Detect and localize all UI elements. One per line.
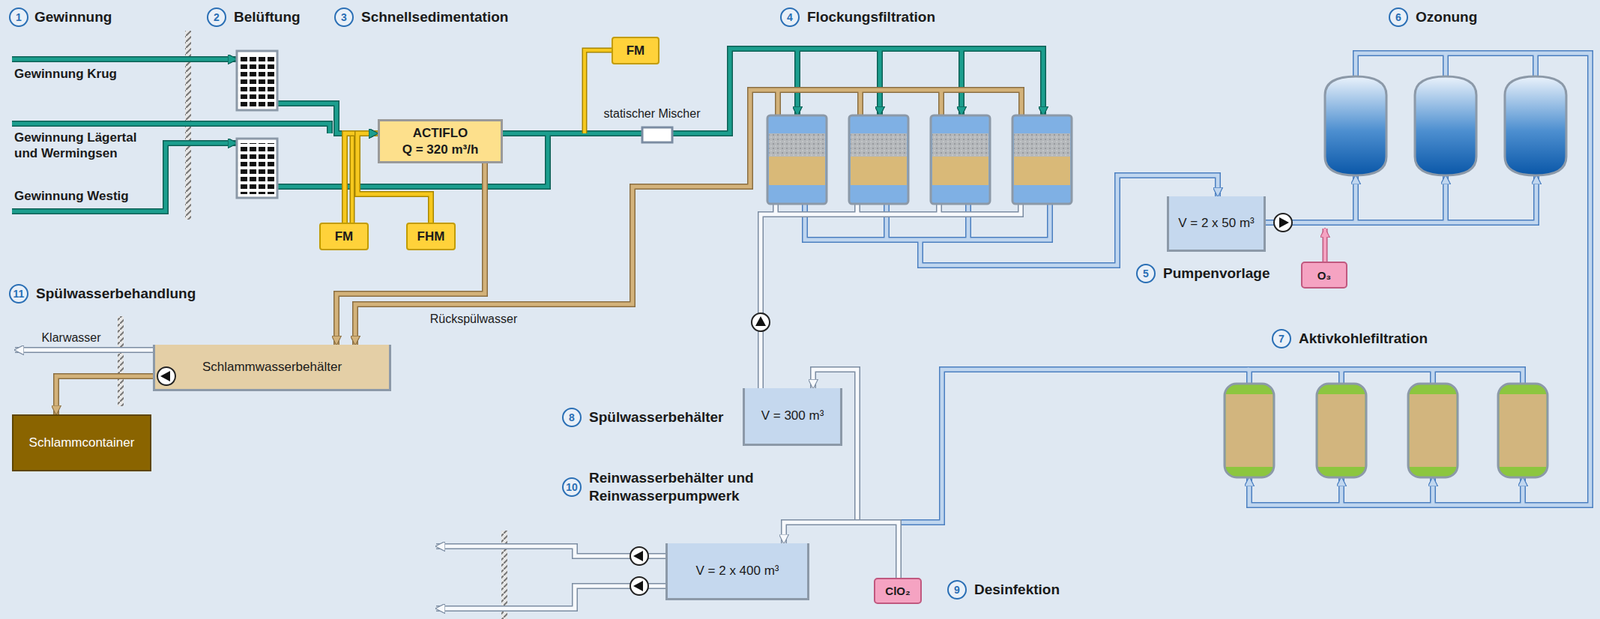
section-title: Spülwasserbehandlung	[35, 284, 196, 303]
node-text: ACTIFLO	[412, 125, 469, 141]
callout-number: 4	[780, 7, 800, 27]
pipe-line	[56, 376, 153, 415]
aerator	[236, 50, 278, 198]
source-label: Gewinnung Lägertal und Wermingsen	[14, 129, 157, 162]
ozone-tank	[1414, 76, 1477, 176]
container-box: Schlammcontainer	[11, 414, 152, 472]
callout-number: 5	[1136, 263, 1156, 284]
tank-box: V = 300 m³	[742, 388, 843, 446]
carbon-filter	[1224, 383, 1275, 478]
ozone-feed	[1323, 228, 1327, 262]
pump-symbol	[157, 367, 176, 386]
section-title: Gewinnung	[34, 8, 112, 27]
callout-number: 7	[1271, 328, 1292, 349]
pump-symbol	[751, 313, 770, 332]
node-text: Q = 320 m³/h	[402, 141, 479, 158]
filter	[930, 115, 990, 204]
filter	[1012, 115, 1072, 204]
dosing-box: FM	[611, 36, 660, 65]
raw-water-pipe	[11, 48, 1044, 212]
filtrate-pipe	[804, 53, 1591, 523]
node-text: V = 2 x 400 m³	[695, 563, 779, 579]
section-title: Aktivkohlefiltration	[1298, 329, 1428, 348]
pipe-label: Klarwasser	[41, 330, 101, 346]
section-title: Reinwasserbehälter und Reinwasserpumpwer…	[589, 469, 786, 506]
pump-symbol	[1274, 213, 1292, 232]
carbon-filter	[1408, 383, 1458, 478]
node-text: FM	[334, 229, 354, 245]
ozone-tank	[1504, 76, 1567, 176]
pipe-connector	[56, 376, 153, 415]
section-title: Desinfektion	[974, 580, 1060, 599]
pipe-connector	[344, 133, 378, 223]
carbon-filter	[1498, 383, 1548, 478]
pipe-line	[344, 133, 378, 223]
node-text: Schlammwasserbehälter	[202, 359, 342, 375]
callout-number: 8	[562, 407, 582, 428]
callout-number: 11	[8, 284, 29, 304]
dosing-box: FHM	[406, 222, 456, 251]
node-text: FHM	[417, 229, 446, 245]
static-mixer	[642, 127, 673, 143]
section-title: Flockungsfiltration	[807, 8, 936, 27]
tank-box: V = 2 x 400 m³	[665, 543, 810, 601]
pipe-line	[56, 376, 153, 415]
carbon-filters	[1224, 383, 1548, 478]
pump-symbol	[630, 547, 649, 566]
node-text: ClO₂	[885, 584, 910, 598]
clean-water-pipe	[14, 203, 1021, 609]
source-label: Gewinnung Krug	[14, 65, 117, 82]
pump-symbol	[630, 577, 649, 596]
raw-water-pipe	[11, 48, 1044, 212]
process-box: ACTIFLOQ = 320 m³/h	[377, 119, 503, 164]
tank-box: V = 2 x 50 m³	[1166, 196, 1266, 252]
dosing-box: O₃	[1300, 261, 1348, 289]
callout-number: 6	[1388, 7, 1409, 27]
dosing-box: FM	[319, 222, 369, 251]
section-title: Pumpenvorlage	[1163, 264, 1271, 283]
flocculation-filters	[767, 115, 1072, 204]
section-title: Spülwasserbehälter	[589, 408, 724, 427]
callout-number: 10	[562, 477, 582, 497]
carbon-filter	[1316, 383, 1367, 478]
clean-water-pipe	[14, 203, 1021, 609]
callout-number: 1	[8, 7, 29, 27]
wall	[117, 316, 124, 407]
pipe-label: Rückspülwasser	[430, 311, 518, 327]
pipe-line	[344, 133, 378, 223]
dosing-box: ClO₂	[873, 577, 922, 605]
ozone-reactors	[1324, 76, 1567, 176]
pipe-label: statischer Mischer	[604, 106, 701, 122]
tank-box: Schlammwasserbehälter	[152, 344, 392, 392]
section-title: Ozonung	[1415, 8, 1478, 27]
filtrate-pipe	[804, 53, 1591, 523]
callout-number: 3	[334, 7, 354, 27]
filter	[849, 115, 909, 204]
callout-number: 2	[206, 7, 227, 27]
ozone-tank	[1324, 76, 1387, 176]
section-title: Schnellsedimentation	[361, 8, 509, 27]
callout-number: 9	[947, 580, 967, 600]
node-text: Schlammcontainer	[29, 435, 135, 451]
ozone-feed	[1322, 228, 1328, 262]
node-text: V = 300 m³	[761, 408, 825, 424]
node-text: O₃	[1317, 269, 1332, 282]
node-text: V = 2 x 50 m³	[1178, 215, 1255, 231]
source-label: Gewinnung Westig	[14, 188, 129, 204]
node-text: FM	[626, 43, 646, 59]
filter	[767, 115, 827, 204]
section-title: Belüftung	[233, 8, 301, 27]
